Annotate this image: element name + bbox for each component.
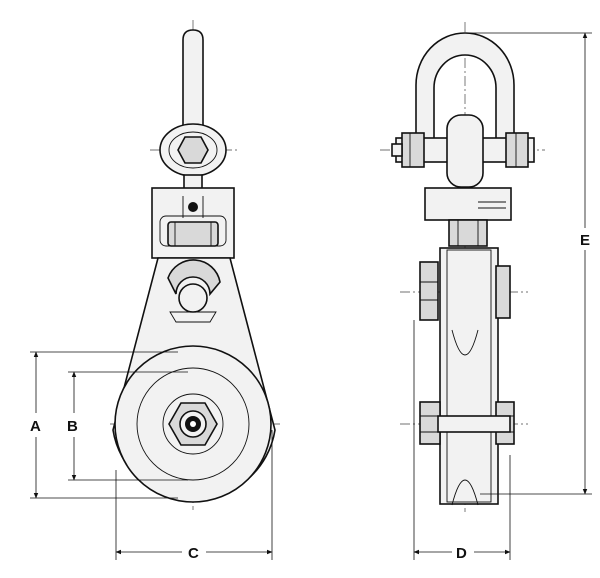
- side-view: [380, 22, 545, 512]
- shackle: [391, 32, 535, 188]
- swivel-block: [151, 187, 235, 259]
- front-view: [110, 20, 280, 510]
- eye-bolt: [159, 29, 227, 190]
- side-plates: [419, 247, 515, 506]
- dimension-d: D: [413, 320, 511, 562]
- label-d: D: [456, 545, 467, 562]
- dimension-c: C: [115, 430, 273, 562]
- dimension-e: E: [465, 32, 592, 495]
- swivel-side: [424, 187, 512, 247]
- dimension-a: A: [30, 351, 178, 499]
- label-b: B: [67, 418, 78, 435]
- label-e: E: [580, 232, 590, 249]
- dimension-b: B: [67, 371, 188, 481]
- sheave: [114, 345, 272, 503]
- label-a: A: [30, 418, 41, 435]
- label-c: C: [188, 545, 199, 562]
